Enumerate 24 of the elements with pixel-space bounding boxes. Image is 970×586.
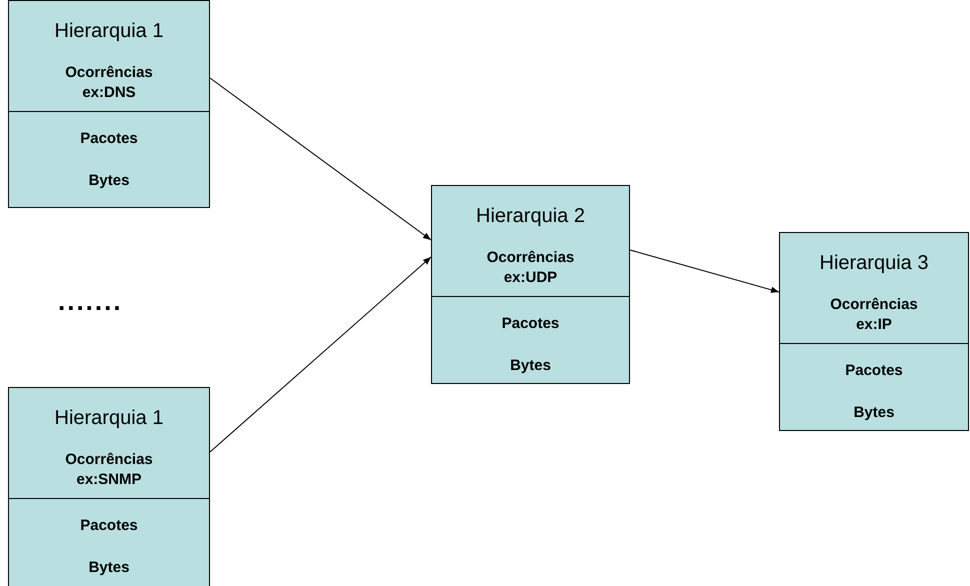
box-heading: Hierarquia 3 <box>818 251 930 275</box>
class-box <box>8 0 210 208</box>
field-label: Bytes <box>88 171 130 191</box>
field-label: Bytes <box>852 403 896 423</box>
arrow <box>210 78 432 240</box>
ellipsis-note: ....... <box>58 286 123 317</box>
box-heading: Hierarquia 1 <box>54 19 164 43</box>
field-label: Bytes <box>88 558 130 578</box>
box-subtitle: Ocorrências ex:DNS <box>64 63 154 103</box>
field-label: Pacotes <box>844 361 904 381</box>
arrow <box>210 256 432 452</box>
arrow <box>630 250 780 293</box>
box-subtitle: Ocorrências ex:IP <box>829 295 919 335</box>
box-heading: Hierarquia 1 <box>54 406 164 430</box>
class-box <box>431 185 630 384</box>
box-subtitle: Ocorrências ex:UDP <box>486 248 576 288</box>
box-subtitle: Ocorrências ex:SNMP <box>64 450 154 490</box>
box-heading: Hierarquia 2 <box>475 204 586 228</box>
field-label: Pacotes <box>500 314 560 334</box>
field-label: Pacotes <box>79 129 139 149</box>
class-box <box>779 232 969 431</box>
field-label: Pacotes <box>79 516 139 536</box>
class-box <box>8 387 210 586</box>
field-label: Bytes <box>509 356 552 376</box>
